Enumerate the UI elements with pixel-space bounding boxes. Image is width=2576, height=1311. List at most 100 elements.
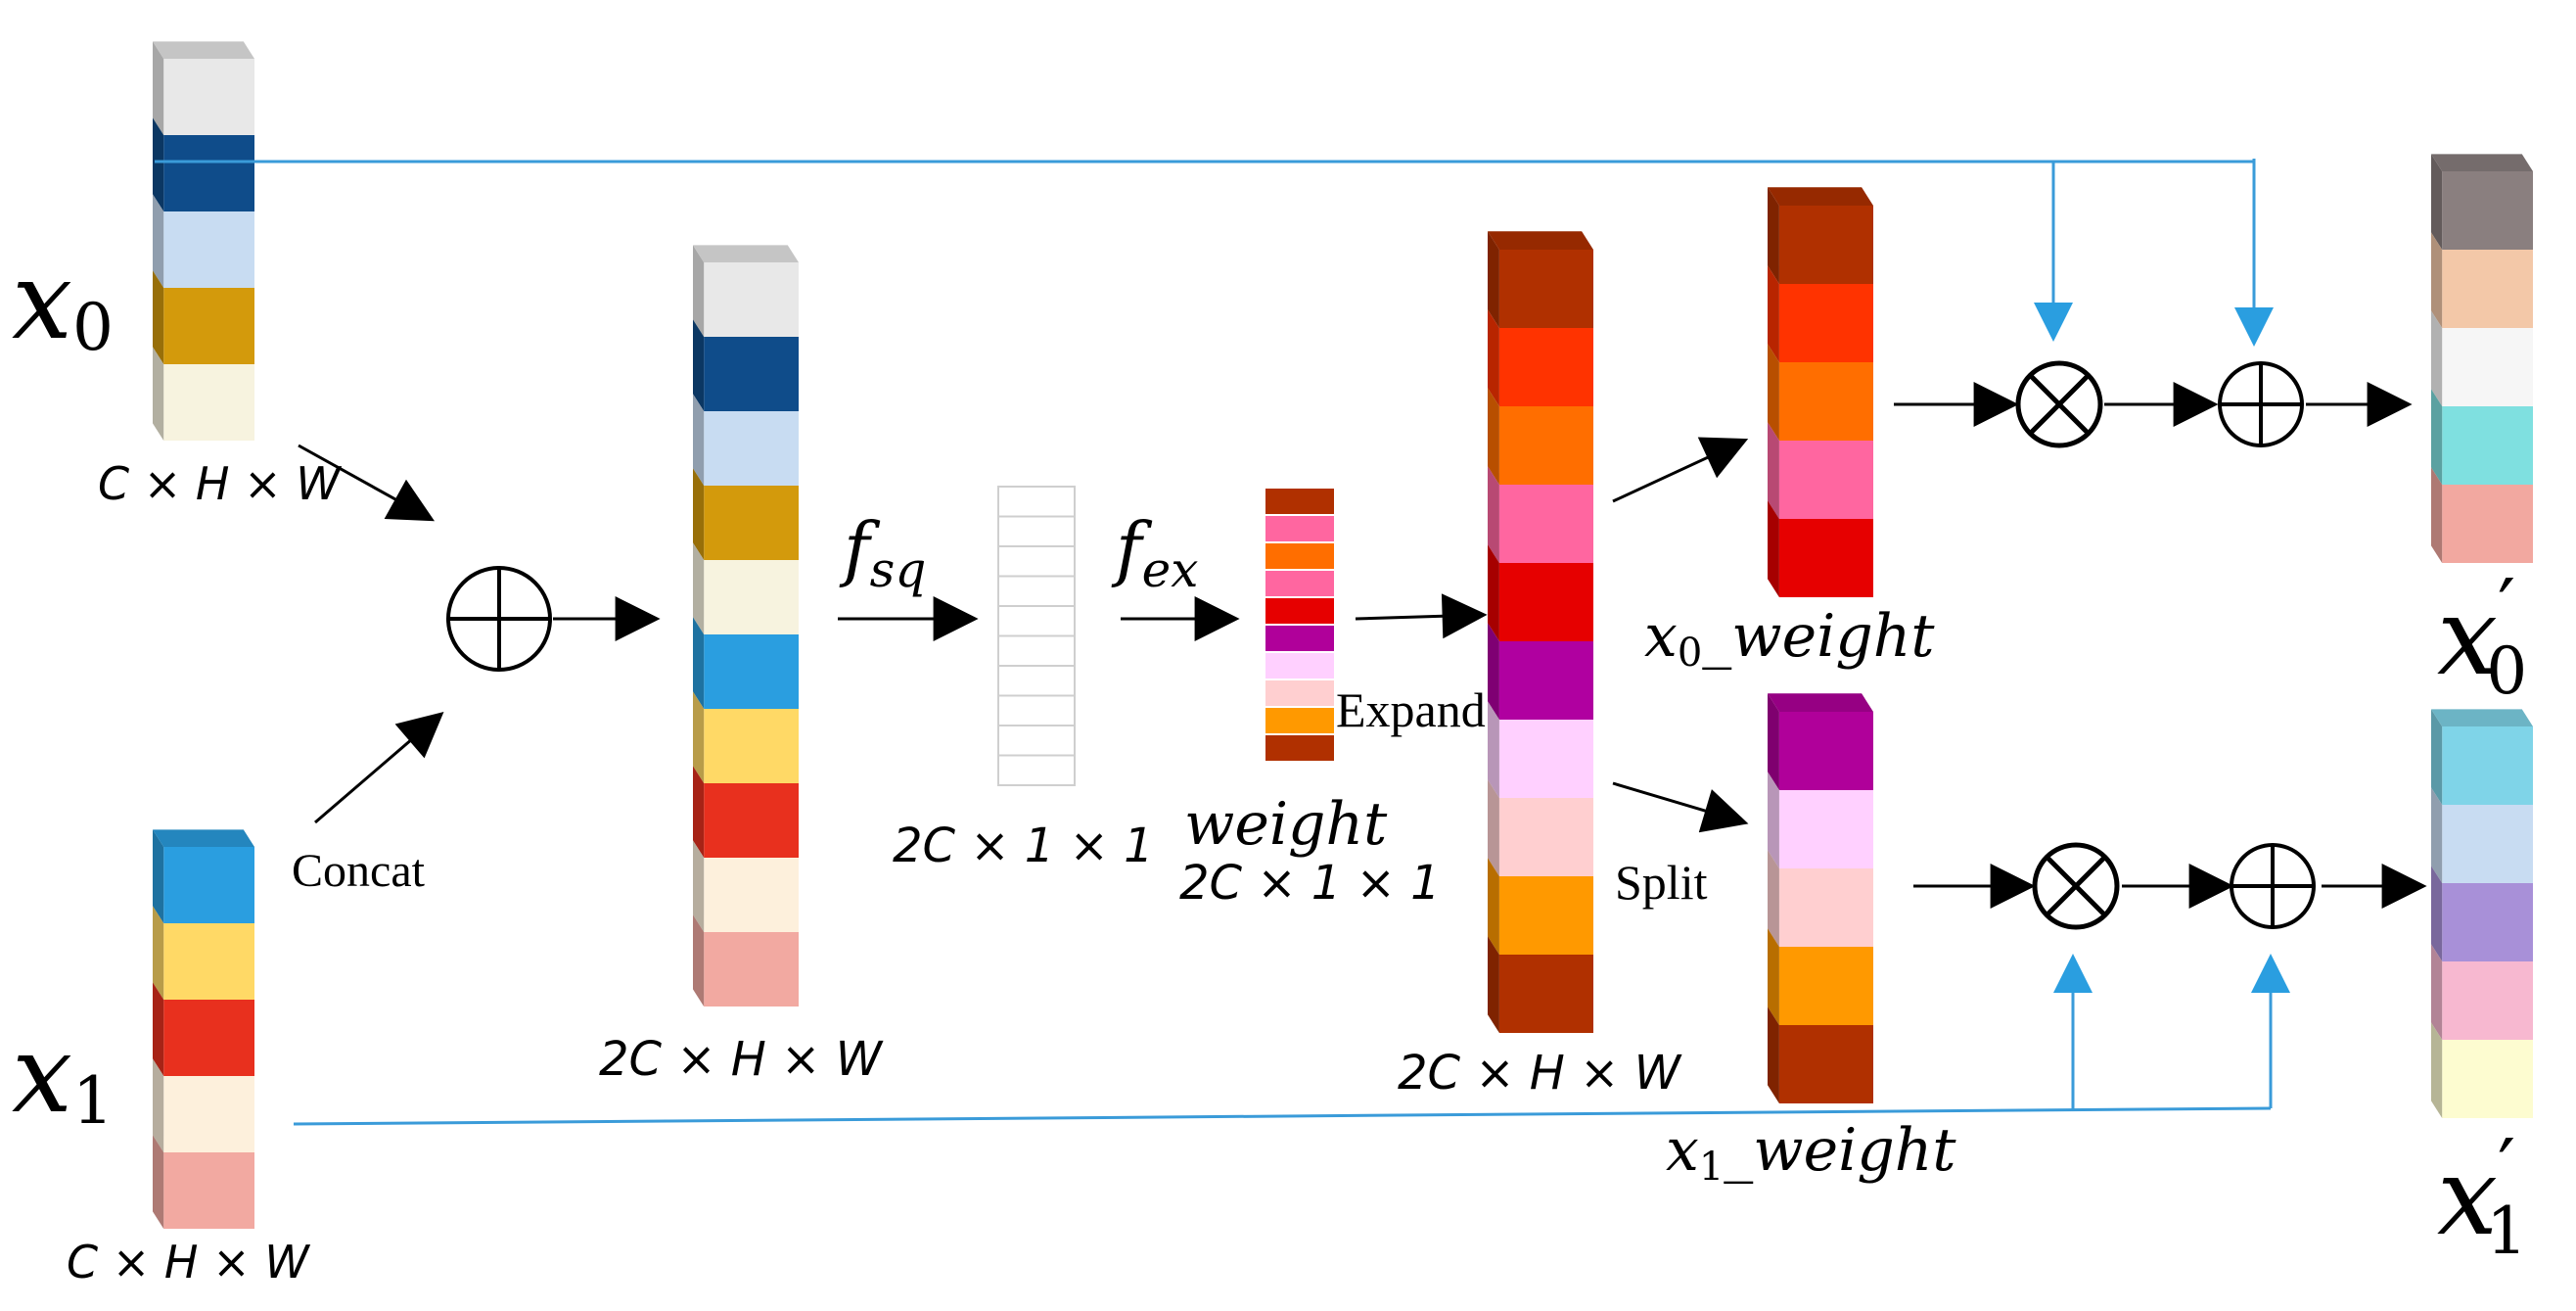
x0-output-top-face — [2431, 154, 2533, 171]
x1-weight-stack — [1768, 693, 1873, 1103]
x0-weight-cell-side — [1768, 500, 1779, 597]
x0-weight-cell-side — [1768, 187, 1779, 284]
x1-output-stack — [2431, 709, 2533, 1118]
concat-cell — [704, 858, 799, 932]
x1-weight-cell — [1778, 1025, 1873, 1103]
weight-cell — [1264, 514, 1336, 543]
weight-cell — [1264, 541, 1336, 571]
x1-output-cell-side — [2431, 709, 2443, 805]
concat-cell-side — [693, 394, 705, 486]
x0-output-cell-side — [2431, 467, 2443, 563]
concat-cell-side — [693, 840, 705, 932]
squeeze-cell — [997, 605, 1076, 637]
x0-cell-side — [153, 41, 164, 135]
weight-cell — [1264, 596, 1336, 626]
weight-cell — [1264, 706, 1336, 735]
fsq-label: fsq — [839, 507, 926, 598]
x1-cell — [163, 923, 254, 1000]
x0-input-label: x0 — [12, 238, 114, 365]
x1-weight-cell — [1778, 790, 1873, 868]
concat-cell — [704, 560, 799, 634]
weight-dims-label: 2C × 1 × 1 — [1179, 856, 1441, 911]
flow-arrows — [298, 382, 2427, 909]
x0-output-label: x′0 — [2437, 562, 2527, 709]
concat-cell — [704, 337, 799, 411]
expand-cell-side — [1488, 388, 1499, 485]
concat-cell — [704, 634, 799, 709]
expand-cell — [1498, 798, 1593, 876]
x0-output-stack — [2431, 154, 2533, 563]
x1-output-label: x′1 — [2437, 1122, 2527, 1269]
expand-cell — [1498, 328, 1593, 406]
x1-weight-cell — [1778, 868, 1873, 947]
x0-cell — [163, 288, 254, 364]
squeeze-vector — [997, 486, 1076, 786]
x1-output-cell — [2442, 726, 2533, 805]
split-label: Split — [1615, 855, 1708, 910]
weight-cell — [1264, 569, 1336, 598]
concat-top-face — [693, 245, 799, 262]
x1-cell — [163, 847, 254, 923]
x1-cell-side — [153, 829, 164, 923]
x0-weight-cell — [1778, 206, 1873, 284]
x1-cell — [163, 1076, 254, 1152]
weight-cell — [1264, 679, 1336, 708]
concat-cell — [704, 262, 799, 337]
expand-cell — [1498, 641, 1593, 720]
x0-skip-connection — [155, 159, 2274, 347]
concat-cell-side — [693, 914, 705, 1007]
concat-feature-stack — [693, 245, 799, 1007]
x0-weight-stack — [1768, 187, 1873, 597]
x1-output-top-face — [2431, 709, 2533, 726]
x0-weight-cell — [1778, 284, 1873, 362]
expand-cell — [1498, 563, 1593, 641]
expand-cell-side — [1488, 231, 1499, 328]
expand-cell-side — [1488, 779, 1499, 876]
expand-cell — [1498, 876, 1593, 955]
x0-output-cell-side — [2431, 310, 2443, 406]
x1-output-cell-side — [2431, 1022, 2443, 1118]
x0-weight-cell — [1778, 519, 1873, 597]
x0-output-cell — [2442, 328, 2533, 406]
concat-cell-side — [693, 542, 705, 634]
x0-output-cell — [2442, 406, 2533, 485]
expand-cell — [1498, 406, 1593, 485]
x1-weight-top-face — [1768, 693, 1873, 712]
expand-label: Expand — [1336, 682, 1486, 737]
x1-output-cell — [2442, 883, 2533, 961]
concat-cell-side — [693, 617, 705, 709]
concat-cell — [704, 932, 799, 1007]
squeeze-cell — [997, 754, 1076, 786]
expand-cell-side — [1488, 544, 1499, 641]
x0-multiply-node — [2015, 360, 2103, 448]
x1-cell — [163, 1152, 254, 1229]
weight-vector-stack — [1264, 487, 1336, 763]
x1-cell-side — [153, 906, 164, 1000]
x1-cell-side — [153, 1058, 164, 1152]
x0-cell — [163, 364, 254, 441]
x1-output-cell — [2442, 1040, 2533, 1118]
x0-weight-top-face — [1768, 187, 1873, 206]
weight-cell — [1264, 487, 1336, 516]
x0-output-cell-side — [2431, 154, 2443, 250]
x0-output-cell — [2442, 485, 2533, 563]
x1-output-cell-side — [2431, 866, 2443, 961]
x0-weight-cell — [1778, 441, 1873, 519]
concat-cell-side — [693, 691, 705, 783]
concat-add-node — [446, 566, 552, 672]
x1-weight-cell — [1778, 712, 1873, 790]
concat-cell — [704, 783, 799, 858]
concat-cell — [704, 709, 799, 783]
x0-weight-cell-side — [1768, 265, 1779, 362]
expand-cell-side — [1488, 858, 1499, 955]
x0-cell — [163, 59, 254, 135]
x1-weight-cell — [1778, 947, 1873, 1025]
expand-cell-side — [1488, 623, 1499, 720]
x0-weight-cell — [1778, 362, 1873, 441]
x0-output-cell-side — [2431, 389, 2443, 485]
expand-cell-side — [1488, 309, 1499, 406]
squeeze-cell — [997, 515, 1076, 547]
squeeze-cell — [997, 575, 1076, 607]
x1-cell-side — [153, 982, 164, 1076]
